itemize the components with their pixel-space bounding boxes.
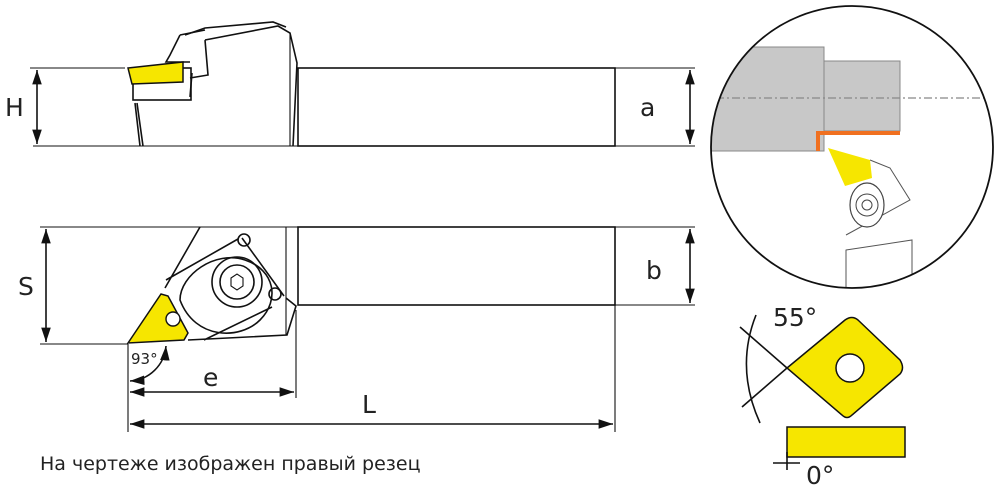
lead-angle-arc bbox=[129, 345, 170, 386]
side-view: H a bbox=[5, 21, 695, 147]
cut-surface bbox=[816, 131, 900, 151]
dim-e-label: e bbox=[203, 363, 218, 392]
insert-angle-arc bbox=[745, 314, 761, 424]
dim-S-label: S bbox=[18, 272, 34, 301]
insert-geometry: 55° 0° bbox=[739, 303, 906, 490]
caption: На чертеже изображен правый резец bbox=[40, 453, 421, 475]
dim-a-label: a bbox=[640, 93, 655, 122]
insert-detail bbox=[828, 148, 872, 186]
detail-view bbox=[710, 5, 994, 289]
insert-angle-label: 55° bbox=[773, 303, 817, 332]
clearance-angle-label: 0° bbox=[806, 461, 834, 490]
insert-side bbox=[127, 61, 184, 85]
lead-angle-label: 93° bbox=[131, 350, 158, 368]
dim-L-label: L bbox=[362, 390, 376, 419]
plan-view: S b 93° e L bbox=[18, 226, 695, 432]
dim-b-label: b bbox=[646, 256, 662, 285]
insert-side-view bbox=[786, 426, 906, 458]
dim-H-label: H bbox=[5, 93, 24, 122]
